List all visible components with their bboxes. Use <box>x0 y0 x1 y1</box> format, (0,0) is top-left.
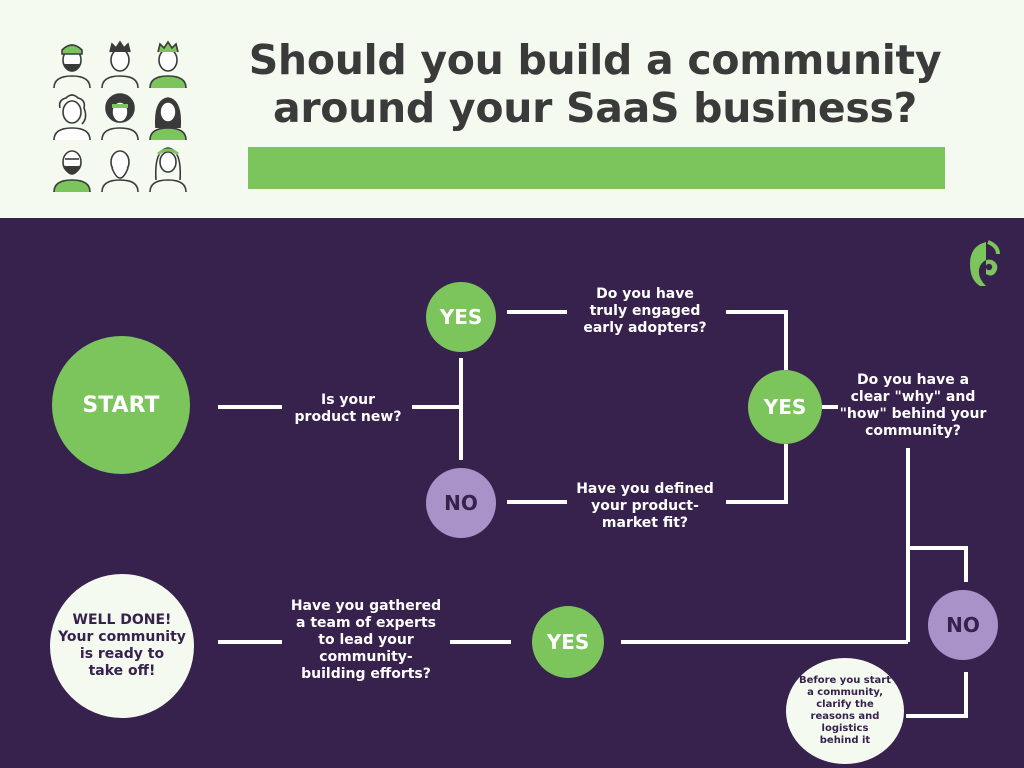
question-why-how-line-2: clear "why" and <box>850 389 976 405</box>
question-team-line-5: building efforts? <box>301 666 431 682</box>
question-fit-line-3: market fit? <box>601 515 689 531</box>
yes-node-product-new: YES <box>426 282 496 352</box>
well-done-line-2: Your community <box>58 629 186 645</box>
yes-label: YES <box>439 305 483 329</box>
yes-node-merge: YES <box>748 370 822 444</box>
clarify-note-node: Before you start a community, clarify th… <box>786 658 904 764</box>
clarify-note-line-5: logistics <box>821 723 869 734</box>
well-done-line-3: is ready to <box>79 646 165 662</box>
question-product-market-fit: Have you defined your product- market fi… <box>570 481 720 532</box>
connector-no-why-how <box>908 546 968 582</box>
question-product-new: Is your product new? <box>288 392 408 426</box>
question-team-experts: Have you gathered a team of experts to l… <box>286 598 446 683</box>
people-illustration-icon <box>46 38 198 194</box>
question-engaged-adopters-line-1: Do you have <box>596 286 694 302</box>
question-team-line-4: community- <box>319 649 413 665</box>
question-team-line-3: to lead your <box>318 632 414 648</box>
question-team-line-1: Have you gathered <box>290 598 442 614</box>
question-why-how-line-4: community? <box>865 423 961 439</box>
question-why-how: Do you have a clear "why" and "how" behi… <box>838 372 988 440</box>
question-why-how-line-1: Do you have a <box>856 372 970 388</box>
question-fit-line-2: your product- <box>591 498 699 514</box>
yes-node-team: YES <box>532 606 604 678</box>
connector-clarify <box>906 672 968 718</box>
question-product-new-line-2: product new? <box>294 409 402 425</box>
yes-label: YES <box>546 630 590 654</box>
well-done-node: WELL DONE! Your community is ready to ta… <box>50 574 194 718</box>
clarify-note-line-1: Before you start <box>798 675 891 686</box>
question-product-new-line-1: Is your <box>320 392 376 408</box>
clarify-note-line-6: behind it <box>819 735 871 746</box>
question-engaged-adopters: Do you have truly engaged early adopters… <box>570 286 720 337</box>
question-why-how-line-3: "how" behind your <box>839 406 987 422</box>
start-node: START <box>52 336 190 474</box>
question-team-line-2: a team of experts <box>296 615 436 631</box>
no-label: NO <box>444 491 478 515</box>
start-label: START <box>82 392 160 418</box>
page-title-line-2: around your SaaS business? <box>272 84 918 132</box>
clarify-note-line-4: reasons and <box>810 711 880 722</box>
no-node-product-new: NO <box>426 468 496 538</box>
question-engaged-adopters-line-2: truly engaged <box>589 303 701 319</box>
header: Should you build a community around your… <box>0 0 1024 218</box>
page-title-line-1: Should you build a community <box>248 36 942 84</box>
question-fit-line-1: Have you defined <box>576 481 714 497</box>
connector-adopters <box>726 310 788 370</box>
no-label: NO <box>946 613 980 637</box>
question-engaged-adopters-line-3: early adopters? <box>583 320 707 336</box>
connector-fit <box>726 444 788 504</box>
well-done-line-4: take off! <box>88 663 156 679</box>
page-title: Should you build a community around your… <box>240 36 950 132</box>
chameleon-logo-icon <box>966 240 1002 288</box>
well-done-line-1: WELL DONE! <box>72 612 172 628</box>
clarify-note-line-2: a community, <box>807 687 883 698</box>
clarify-note-line-3: clarify the <box>816 699 874 710</box>
no-node-why-how: NO <box>928 590 998 660</box>
yes-label: YES <box>763 395 807 419</box>
title-accent-bar <box>248 147 945 189</box>
